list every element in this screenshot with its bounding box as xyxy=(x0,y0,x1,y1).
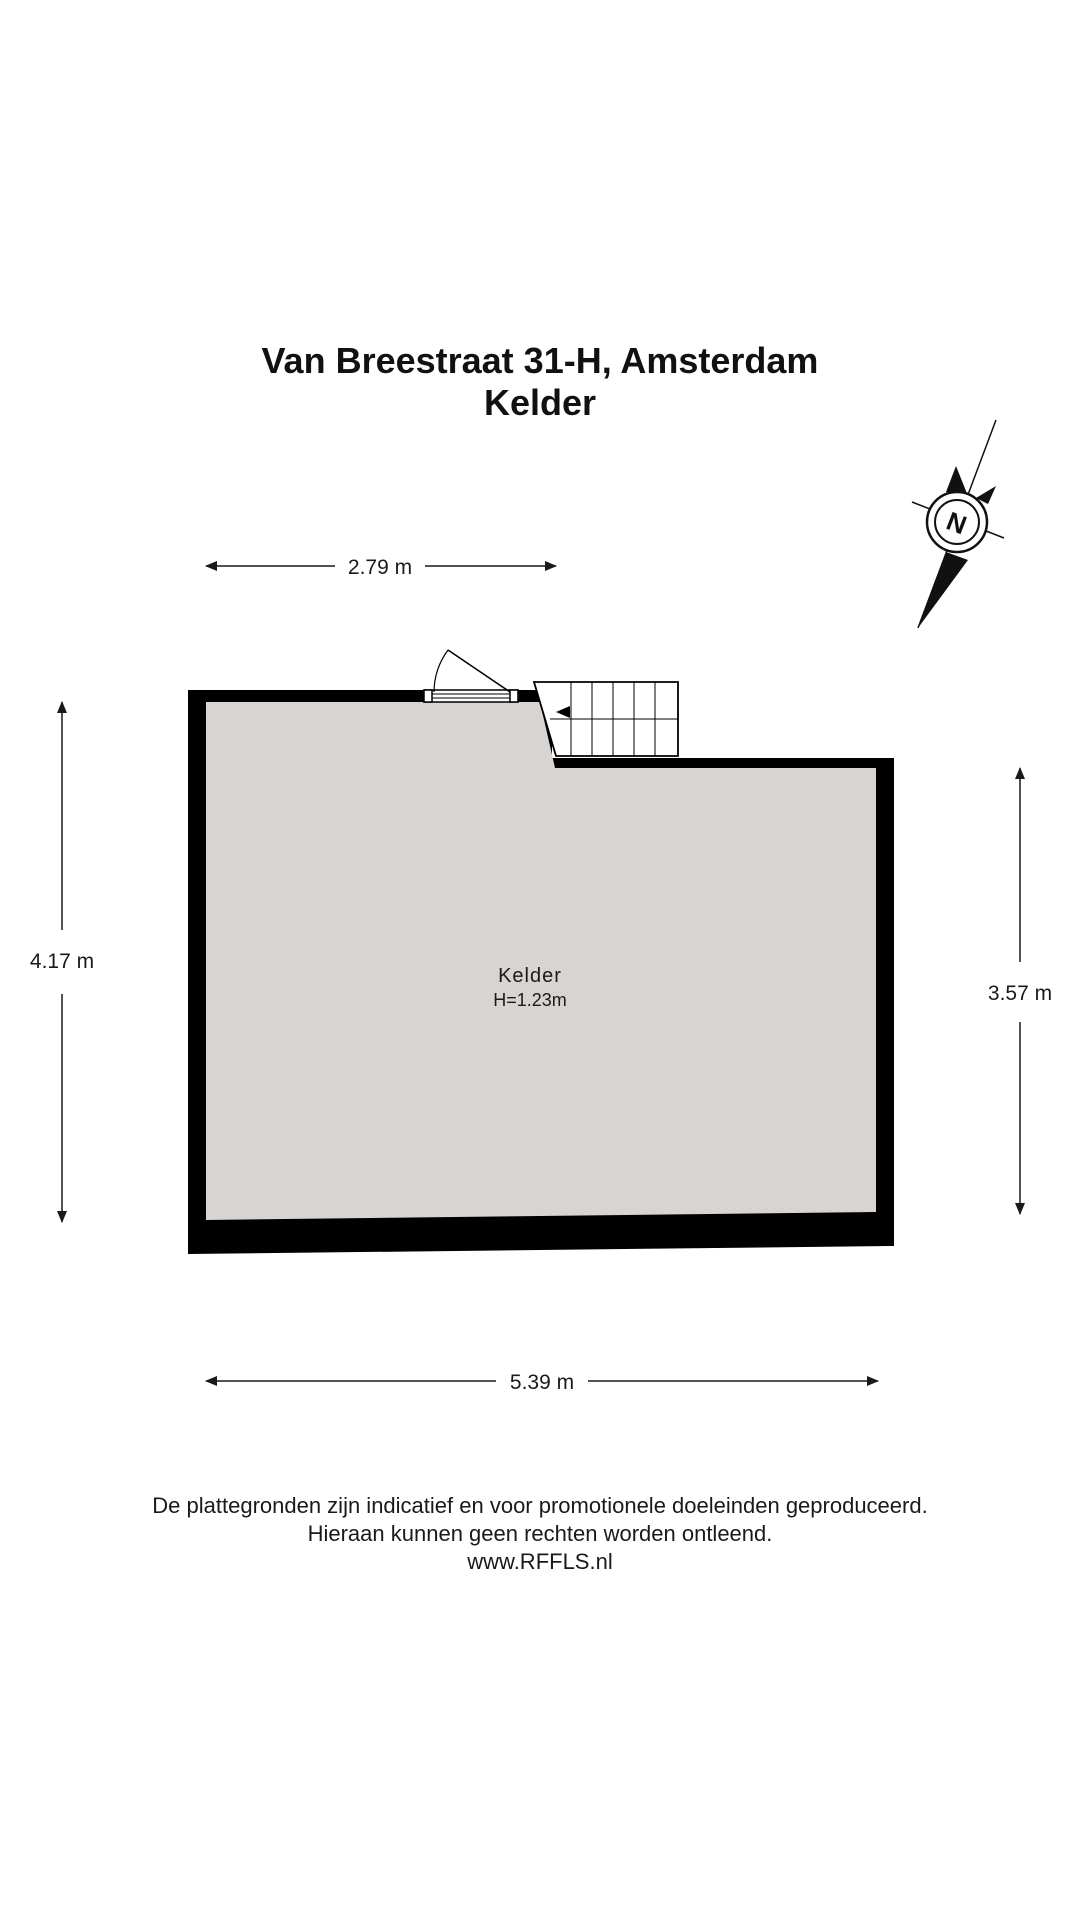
stair-direction-arrow-icon xyxy=(556,706,570,718)
door-swing-arc xyxy=(433,649,449,693)
dimension-right-label: 3.57 m xyxy=(988,982,1052,1005)
door xyxy=(423,649,519,703)
dimension-top: 2.79 m xyxy=(205,556,557,579)
dimension-top-label: 2.79 m xyxy=(348,556,412,579)
disclaimer-line-1: De plattegronden zijn indicatief en voor… xyxy=(152,1493,928,1518)
dimension-bottom-label: 5.39 m xyxy=(510,1371,574,1394)
dimension-bottom: 5.39 m xyxy=(205,1371,879,1394)
door-leaf xyxy=(447,649,511,693)
dimension-left-label: 4.17 m xyxy=(30,950,94,973)
plan-address-title: Van Breestraat 31-H, Amsterdam xyxy=(261,340,819,381)
plan-floor-title: Kelder xyxy=(483,382,597,423)
dimension-right: 3.57 m xyxy=(988,767,1052,1215)
dimension-left: 4.17 m xyxy=(30,701,94,1223)
disclaimer-website: www.RFFLS.nl xyxy=(467,1549,613,1574)
disclaimer-line-2: Hieraan kunnen geen rechten worden ontle… xyxy=(307,1521,773,1546)
room-label-name: Kelder xyxy=(498,965,562,987)
staircase xyxy=(532,681,679,757)
compass-north-icon: N xyxy=(911,419,1005,629)
room-floor-kelder xyxy=(206,702,876,1220)
room-label-height: H=1.23m xyxy=(493,990,567,1010)
